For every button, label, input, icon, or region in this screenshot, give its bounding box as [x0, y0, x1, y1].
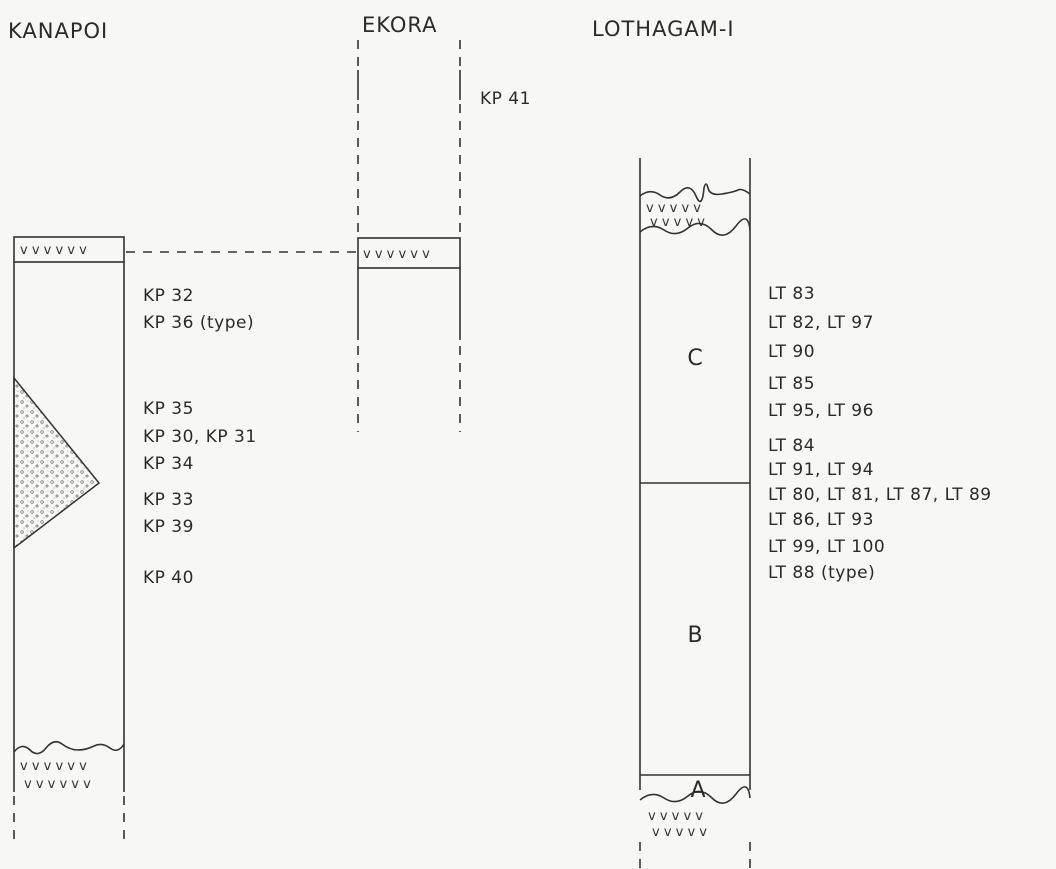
kanapoi-title: KANAPOI [8, 19, 108, 43]
lothagam-top-symbols-2: v v v v v [650, 215, 705, 230]
ekora-site-label: KP 41 [480, 89, 531, 109]
kanapoi-site-labels: KP 32 KP 36 (type) KP 35 KP 30, KP 31 KP… [143, 286, 257, 588]
site-label: LT 80, LT 81, LT 87, LT 89 [768, 485, 992, 505]
lothagam-base-symbols-2: v v v v v [652, 825, 707, 840]
kanapoi-column: v v v v v v v v v v v v v v v v v v [14, 237, 124, 846]
unit-c-label: C [687, 346, 702, 371]
lothagam-site-labels: LT 83 LT 82, LT 97 LT 90 LT 85 LT 95, LT… [768, 284, 992, 583]
site-label: LT 99, LT 100 [768, 537, 885, 557]
site-label: LT 84 [768, 436, 815, 456]
lothagam-column: v v v v v v v v v v v v v v v v v v v v … [640, 158, 750, 869]
ekora-column: v v v v v v [358, 40, 460, 432]
site-label: KP 35 [143, 399, 194, 419]
site-label: LT 85 [768, 374, 815, 394]
kanapoi-cap-symbols: v v v v v v [20, 243, 87, 258]
site-label: LT 95, LT 96 [768, 401, 874, 421]
unit-a-label: A [690, 778, 705, 803]
site-label: KP 39 [143, 517, 194, 537]
site-label: KP 30, KP 31 [143, 427, 257, 447]
site-label: KP 36 (type) [143, 313, 254, 333]
site-label: LT 90 [768, 342, 815, 362]
site-label: LT 83 [768, 284, 815, 304]
unit-b-label: B [687, 623, 702, 648]
lothagam-title: LOTHAGAM-I [592, 17, 735, 41]
kanapoi-base-symbols-2: v v v v v v [24, 777, 91, 792]
ekora-title: EKORA [362, 13, 438, 37]
conglomerate-wedge [14, 378, 99, 548]
site-label: LT 82, LT 97 [768, 313, 874, 333]
site-label: LT 91, LT 94 [768, 460, 874, 480]
site-label: LT 86, LT 93 [768, 510, 874, 530]
kanapoi-base-symbols-1: v v v v v v [20, 759, 87, 774]
site-label: KP 34 [143, 454, 194, 474]
lothagam-top-symbols-1: v v v v v [646, 201, 701, 216]
ekora-bed-symbols: v v v v v v [363, 247, 430, 262]
lothagam-base-symbols-1: v v v v v [648, 809, 703, 824]
site-label: KP 32 [143, 286, 194, 306]
site-label: LT 88 (type) [768, 563, 875, 583]
site-label: KP 40 [143, 568, 194, 588]
kanapoi-unconformity [14, 742, 124, 754]
site-label: KP 33 [143, 490, 194, 510]
